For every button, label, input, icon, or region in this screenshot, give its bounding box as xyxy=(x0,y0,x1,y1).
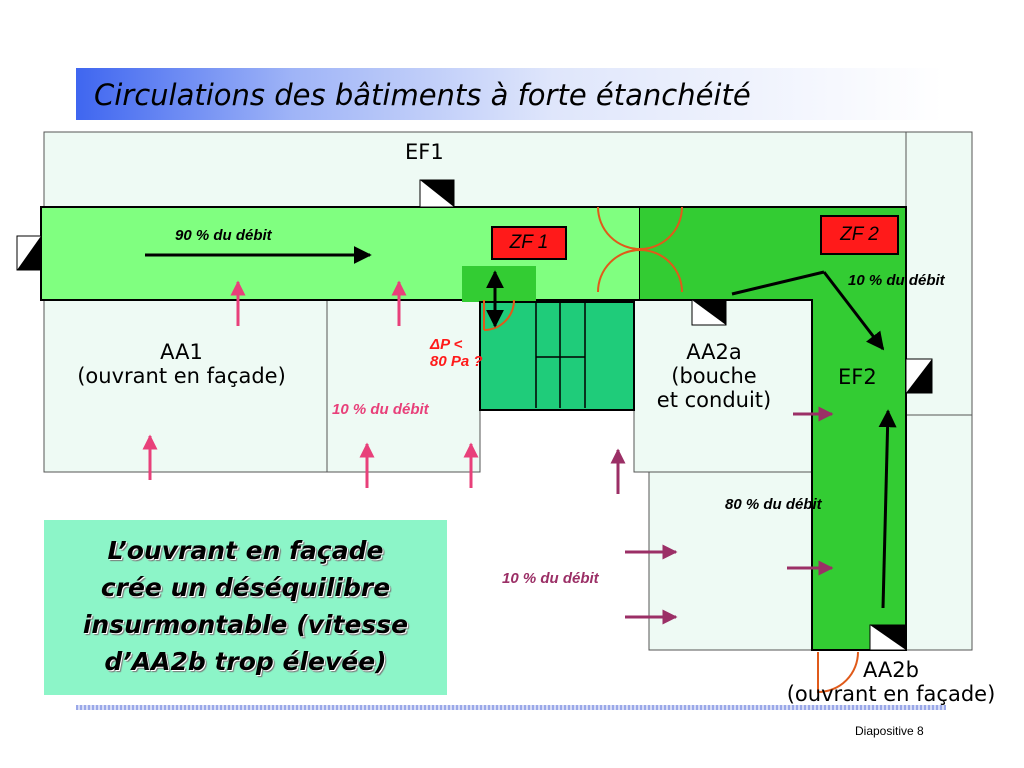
label-zf1: ZF 1 xyxy=(491,226,567,260)
stair-block xyxy=(479,301,635,411)
top-zone xyxy=(43,131,907,209)
note-line4: d’AA2b trop élevée) xyxy=(104,647,387,676)
note-text: L’ouvrant en façade crée un déséquilibre… xyxy=(44,532,447,680)
slide-number: Diapositive 8 xyxy=(855,724,924,738)
right-zone-bottom xyxy=(905,414,973,651)
title-bar: Circulations des bâtiments à forte étanc… xyxy=(76,68,944,120)
flow-label-aa2a: 10 % du débit xyxy=(332,401,429,418)
pressure-line1: ΔP < xyxy=(430,336,463,353)
bottom-rule xyxy=(76,705,946,710)
note-line2: crée un déséquilibre xyxy=(100,573,391,602)
aa1-line2: (ouvrant en façade) xyxy=(77,364,286,389)
aa2b-door-swing xyxy=(817,651,859,694)
revolving-door xyxy=(597,206,683,293)
corridor-outline xyxy=(640,206,907,651)
flow-label-corridor: 90 % du débit xyxy=(175,227,272,244)
label-ef1: EF1 xyxy=(405,140,444,164)
room-aa2a xyxy=(633,299,813,473)
vent-ef1 xyxy=(419,179,455,208)
aa2a-line2: (bouche xyxy=(671,364,757,389)
aa2a-line1: AA2a xyxy=(686,340,742,364)
label-ef2: EF2 xyxy=(838,365,877,389)
aa1-line1: AA1 xyxy=(160,340,203,364)
flow-label-aa2b: 10 % du débit xyxy=(502,570,599,587)
aa2b-line2: (ouvrant en façade) xyxy=(786,682,996,707)
aa2a-line3: et conduit) xyxy=(656,388,772,413)
airflow-arrows-black xyxy=(145,246,897,609)
airflow-arrows-purple xyxy=(610,406,834,625)
label-aa2a: AA2a (bouche et conduit) xyxy=(634,340,794,412)
arrow-ef2-up xyxy=(878,409,897,609)
zf1-door-swing xyxy=(483,299,515,331)
stair-landing xyxy=(462,266,536,302)
note-line1: L’ouvrant en façade xyxy=(107,536,384,565)
vertical-corridor xyxy=(812,300,906,650)
vent-left xyxy=(16,235,42,271)
aa2b-line1: AA2b xyxy=(862,658,919,682)
flow-label-ef2-top: 10 % du débit xyxy=(848,272,945,289)
pressure-label: ΔP < 80 Pa ? xyxy=(430,336,483,371)
arrow-to-zf2 xyxy=(731,270,825,296)
note-line3: insurmontable (vitesse xyxy=(82,610,409,639)
label-aa1: AA1 (ouvrant en façade) xyxy=(44,340,319,388)
vent-aa2a xyxy=(691,299,727,326)
stair-lines xyxy=(535,302,586,408)
label-zf2: ZF 2 xyxy=(820,215,899,255)
label-aa2b: AA2b (ouvrant en façade) xyxy=(760,658,1022,706)
flow-label-ef2-bottom: 80 % du débit xyxy=(725,496,822,513)
note-box: L’ouvrant en façade crée un déséquilibre… xyxy=(44,520,447,695)
slide-title: Circulations des bâtiments à forte étanc… xyxy=(94,78,751,112)
arrow-to-ef2 xyxy=(822,271,885,351)
airflow-arrows-pink xyxy=(142,280,479,488)
vent-ef2 xyxy=(905,358,933,394)
vent-aa2b xyxy=(869,624,907,651)
room-middle xyxy=(326,299,481,473)
pressure-line2: 80 Pa ? xyxy=(430,353,483,371)
